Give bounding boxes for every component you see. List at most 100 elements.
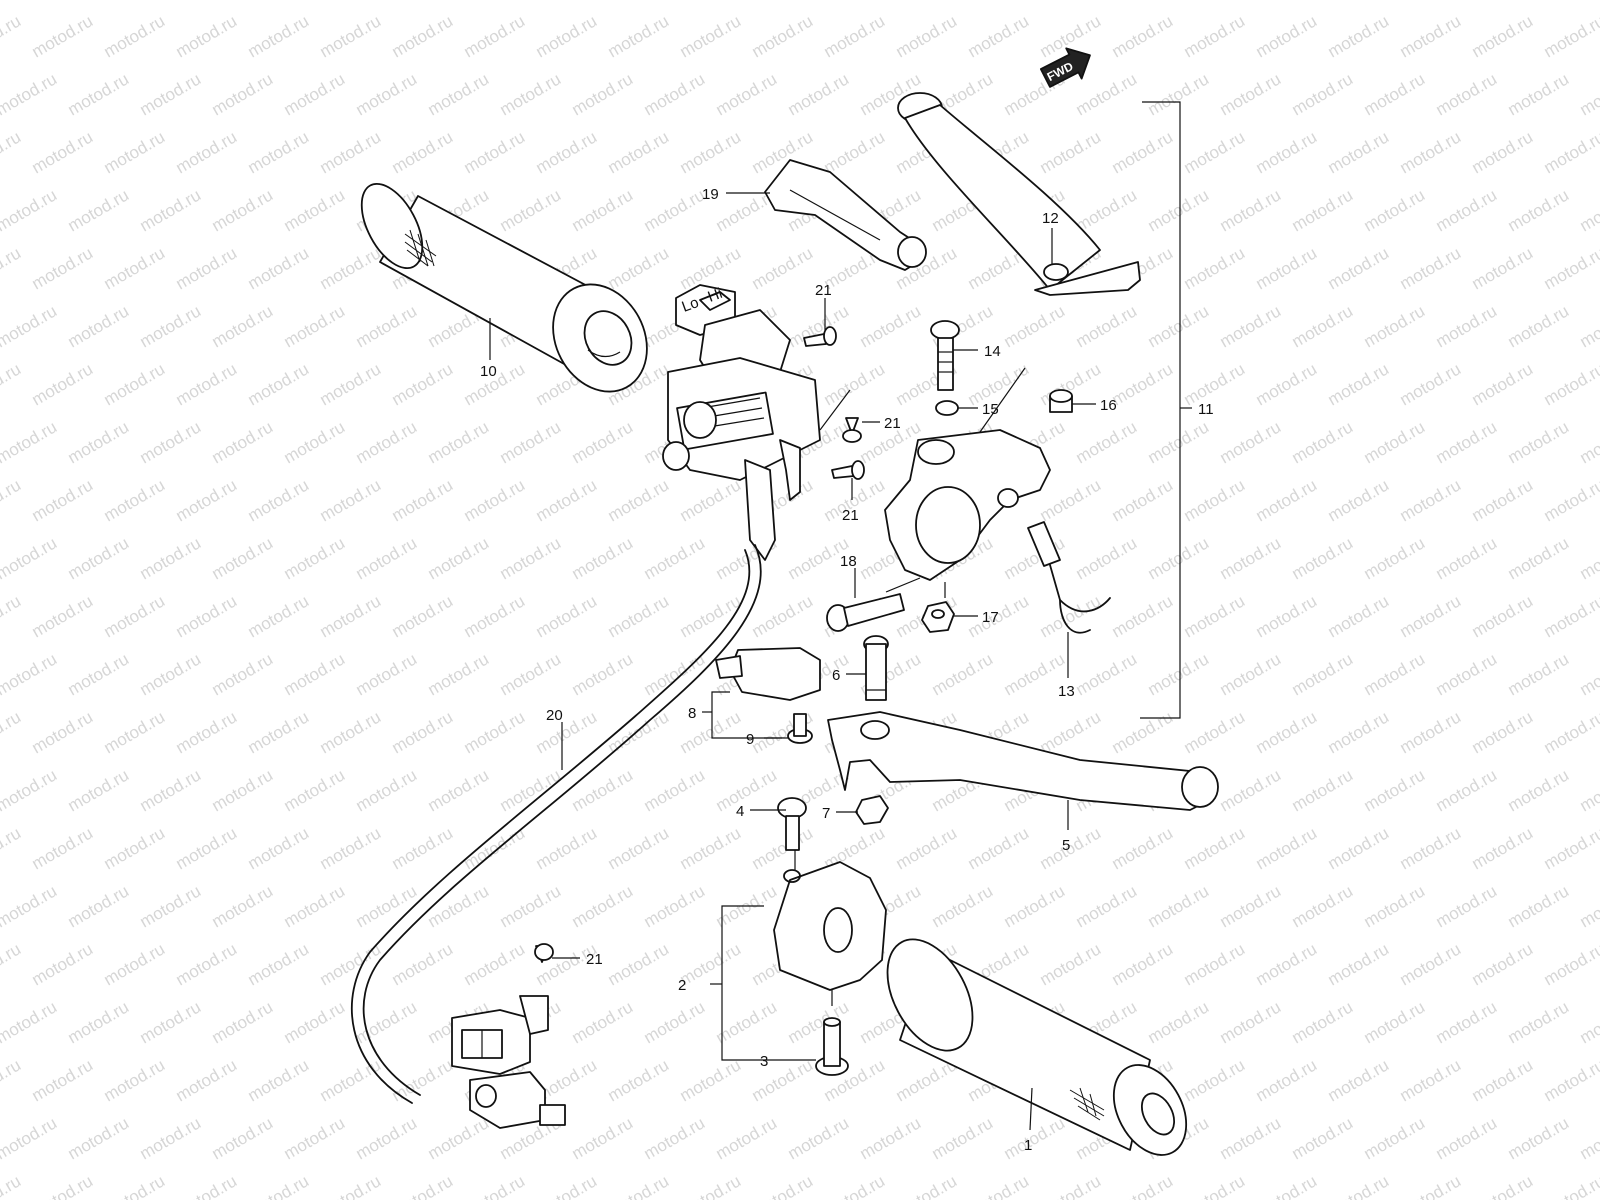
- watermark-text: motod.ru: [677, 243, 745, 293]
- watermark-text: motod.ru: [569, 185, 637, 235]
- watermark-text: motod.ru: [821, 1171, 889, 1200]
- watermark-text: motod.ru: [0, 1171, 24, 1200]
- watermark-text: motod.ru: [209, 417, 277, 467]
- watermark-text: motod.ru: [929, 649, 997, 699]
- screw-21-c: [831, 460, 865, 480]
- watermark-text: motod.ru: [245, 127, 313, 177]
- watermark-text: motod.ru: [1361, 997, 1429, 1047]
- watermark-text: motod.ru: [1469, 359, 1537, 409]
- watermark-text: motod.ru: [1073, 533, 1141, 583]
- watermark-text: motod.ru: [497, 0, 565, 3]
- watermark-text: motod.ru: [677, 707, 745, 757]
- watermark-text: motod.ru: [1505, 765, 1573, 815]
- watermark-text: motod.ru: [137, 533, 205, 583]
- watermark-text: motod.ru: [1505, 417, 1573, 467]
- watermark-text: motod.ru: [677, 127, 745, 177]
- watermark-text: motod.ru: [281, 649, 349, 699]
- watermark-text: motod.ru: [1253, 707, 1321, 757]
- watermark-text: motod.ru: [569, 0, 637, 3]
- watermark-text: motod.ru: [0, 359, 24, 409]
- watermark-text: motod.ru: [209, 301, 277, 351]
- watermark-text: motod.ru: [749, 11, 817, 61]
- watermark-text: motod.ru: [425, 0, 493, 3]
- watermark-text: motod.ru: [1361, 69, 1429, 119]
- watermark-text: motod.ru: [317, 11, 385, 61]
- watermark-text: motod.ru: [281, 533, 349, 583]
- watermark-text: motod.ru: [1505, 1113, 1573, 1163]
- watermark-text: motod.ru: [1037, 475, 1105, 525]
- callout-12: 12: [1042, 210, 1059, 227]
- callout-18: 18: [840, 553, 857, 570]
- watermark-text: motod.ru: [641, 0, 709, 3]
- watermark-text: motod.ru: [1181, 939, 1249, 989]
- watermark-text: motod.ru: [137, 301, 205, 351]
- watermark-text: motod.ru: [1217, 533, 1285, 583]
- watermark-text: motod.ru: [857, 301, 925, 351]
- watermark-text: motod.ru: [641, 765, 709, 815]
- watermark-text: motod.ru: [0, 185, 60, 235]
- watermark-text: motod.ru: [425, 881, 493, 931]
- watermark-text: motod.ru: [569, 997, 637, 1047]
- watermark-text: motod.ru: [1145, 301, 1213, 351]
- watermark-text: motod.ru: [209, 69, 277, 119]
- left-switch-housing: Lo Hi: [662, 284, 821, 561]
- watermark-text: motod.ru: [1361, 533, 1429, 583]
- watermark-text: motod.ru: [281, 301, 349, 351]
- watermark-text: motod.ru: [353, 997, 421, 1047]
- watermark-text: motod.ru: [605, 11, 673, 61]
- callout-21-d: 21: [586, 951, 603, 968]
- watermark-text: motod.ru: [1325, 11, 1393, 61]
- watermark-text: motod.ru: [1181, 1055, 1249, 1105]
- bracket-11: [1140, 101, 1192, 719]
- watermark-text: motod.ru: [101, 939, 169, 989]
- lower-lever: [827, 711, 1219, 811]
- watermark-text: motod.ru: [353, 649, 421, 699]
- watermark-text: motod.ru: [1145, 881, 1213, 931]
- watermark-text: motod.ru: [317, 127, 385, 177]
- watermark-text: motod.ru: [1577, 69, 1600, 119]
- watermark-text: motod.ru: [101, 1055, 169, 1105]
- watermark-text: motod.ru: [569, 69, 637, 119]
- screw-21-b: [842, 417, 862, 443]
- watermark-text: motod.ru: [749, 1055, 817, 1105]
- watermark-text: motod.ru: [929, 881, 997, 931]
- watermark-text: motod.ru: [317, 1055, 385, 1105]
- watermark-text: motod.ru: [1289, 765, 1357, 815]
- watermark-text: motod.ru: [497, 417, 565, 467]
- watermark-text: motod.ru: [101, 11, 169, 61]
- watermark-text: motod.ru: [1361, 417, 1429, 467]
- callout-11: 11: [1198, 401, 1214, 418]
- watermark-text: motod.ru: [1217, 417, 1285, 467]
- watermark-text: motod.ru: [209, 765, 277, 815]
- watermark-text: motod.ru: [29, 1171, 97, 1200]
- watermark-text: motod.ru: [785, 69, 853, 119]
- watermark-text: motod.ru: [29, 11, 97, 61]
- watermark-text: motod.ru: [317, 475, 385, 525]
- watermark-text: motod.ru: [281, 1113, 349, 1163]
- watermark-text: motod.ru: [137, 881, 205, 931]
- watermark-text: motod.ru: [1109, 591, 1177, 641]
- watermark-text: motod.ru: [1541, 127, 1600, 177]
- watermark-text: motod.ru: [533, 823, 601, 873]
- guide-lines: [794, 367, 1026, 1006]
- watermark-text: motod.ru: [245, 1171, 313, 1200]
- watermark-text: motod.ru: [749, 243, 817, 293]
- watermark-text: motod.ru: [0, 0, 60, 3]
- watermark-text: motod.ru: [1577, 997, 1600, 1047]
- watermark-text: motod.ru: [1361, 1113, 1429, 1163]
- watermark-text: motod.ru: [1433, 997, 1501, 1047]
- watermark-text: motod.ru: [29, 475, 97, 525]
- watermark-text: motod.ru: [389, 1171, 457, 1200]
- watermark-text: motod.ru: [0, 939, 24, 989]
- watermark-text: motod.ru: [137, 417, 205, 467]
- watermark-text: motod.ru: [461, 475, 529, 525]
- watermark-text: motod.ru: [1433, 185, 1501, 235]
- watermark-text: motod.ru: [65, 69, 133, 119]
- watermark-text: motod.ru: [389, 359, 457, 409]
- watermark-text: motod.ru: [65, 301, 133, 351]
- watermark-text: motod.ru: [1073, 301, 1141, 351]
- watermark-text: motod.ru: [1541, 1055, 1600, 1105]
- watermark-text: motod.ru: [1541, 11, 1600, 61]
- watermark-text: motod.ru: [1181, 11, 1249, 61]
- callout-15: 15: [982, 401, 999, 418]
